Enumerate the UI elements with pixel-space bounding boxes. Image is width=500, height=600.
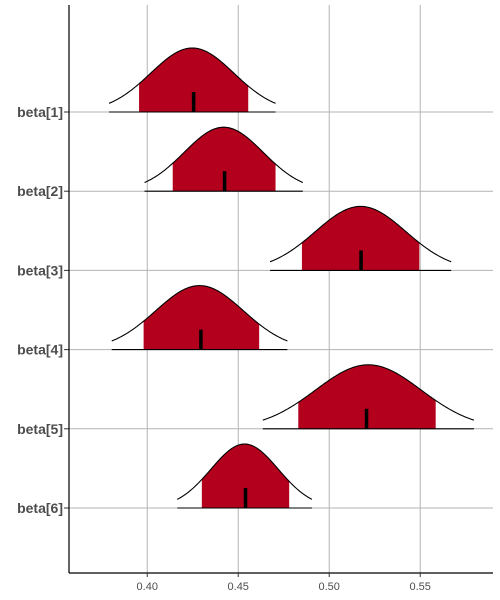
x-tick-label-3: 0.55 [409,581,430,593]
density-areas [108,47,475,509]
inner-area-4 [143,285,260,350]
x-tick-label-1: 0.45 [228,581,249,593]
density-outline-2 [144,126,304,184]
x-tick-label-0: 0.40 [137,581,158,593]
density-outline-5 [262,364,475,421]
inner-area-2 [172,127,276,192]
density-outline-3 [269,205,452,263]
inner-area-1 [139,48,249,112]
density-outline-1 [108,47,276,104]
density-outline-6 [177,443,313,500]
y-tick-label-6: beta[6] [17,500,63,516]
y-tick-label-2: beta[2] [17,183,63,199]
y-tick-label-4: beta[4] [17,342,63,358]
x-tick-label-2: 0.50 [319,581,340,593]
y-tick-label-1: beta[1] [17,104,63,120]
inner-area-5 [298,364,436,429]
labels: beta[1] beta[2] beta[3] beta[4] beta[5] beta[… [17,104,431,593]
density-outline-4 [111,285,288,342]
y-tick-label-3: beta[3] [17,262,63,278]
inner-area-3 [301,206,420,271]
axes [64,5,493,577]
y-tick-label-5: beta[5] [17,421,63,437]
inner-area-6 [201,444,290,508]
